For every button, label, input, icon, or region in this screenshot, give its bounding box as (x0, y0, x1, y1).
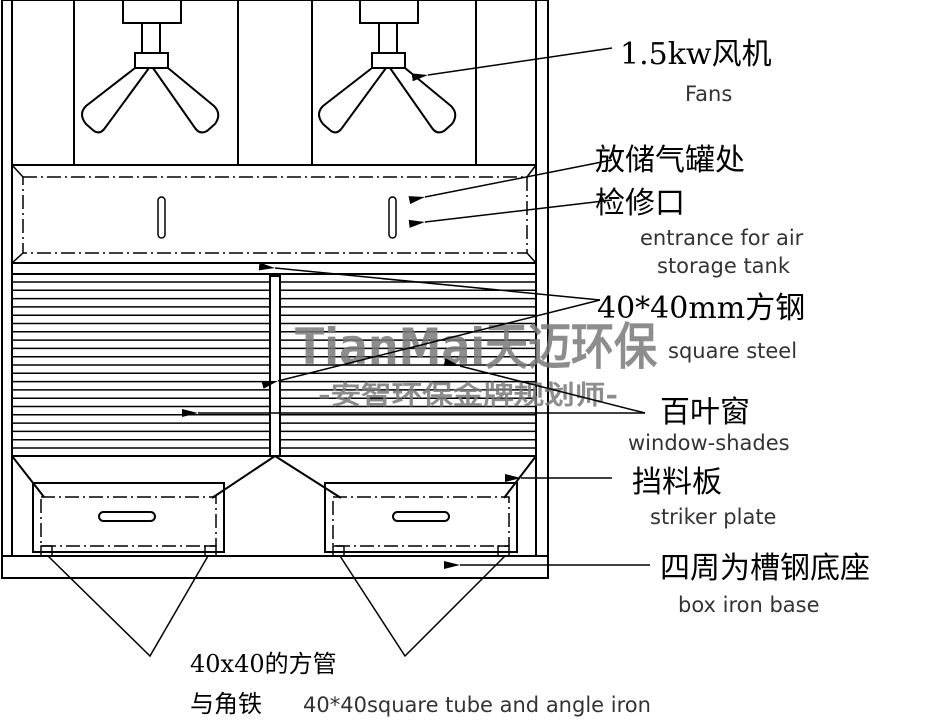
label-tube-cn-2: 与角铁 (190, 690, 262, 718)
label-steel-cn: 40*40mm方钢 (597, 291, 805, 326)
drawer-right (324, 482, 518, 557)
handle-right (392, 511, 450, 522)
label-access-cn: 检修口 (595, 186, 685, 221)
fan-right (318, 0, 457, 134)
label-tank-cn: 放储气罐处 (595, 143, 745, 178)
hopper (11, 455, 537, 499)
label-tank-en-1: entrance for air (640, 226, 804, 250)
label-striker-en: striker plate (650, 505, 776, 529)
label-tank-en-2: storage tank (657, 254, 791, 278)
label-fan-en: Fans (685, 82, 732, 106)
label-striker-cn: 挡料板 (632, 465, 722, 500)
slot-left (157, 196, 166, 239)
label-shades-cn: 百叶窗 (660, 395, 750, 430)
fan-compartment (73, 0, 477, 165)
fan-left (81, 0, 220, 134)
leader-lines (47, 47, 650, 658)
access-panel (11, 164, 537, 264)
label-fan-cn: 1.5kw风机 (620, 37, 772, 72)
handle-left (98, 511, 156, 522)
label-base-cn: 四周为槽钢底座 (660, 551, 870, 586)
svg-text:-安智环保金牌规划师-: -安智环保金牌规划师- (318, 380, 618, 411)
outer-frame (1, 0, 549, 579)
label-shades-en: window-shades (628, 431, 790, 455)
label-steel-en: square steel (668, 339, 797, 363)
center-post (269, 275, 281, 457)
label-base-en: box iron base (678, 593, 820, 617)
drawer-left (32, 482, 225, 557)
watermark-logo: TianMai天迈环保 -安智环保金牌规划师- (295, 318, 658, 411)
svg-text:TianMai天迈环保: TianMai天迈环保 (295, 318, 658, 376)
label-tube-cn-1: 40x40的方管 (190, 650, 337, 678)
slot-right (388, 196, 397, 239)
label-tube-en: 40*40square tube and angle iron (303, 693, 651, 717)
window-shades (12, 273, 536, 457)
